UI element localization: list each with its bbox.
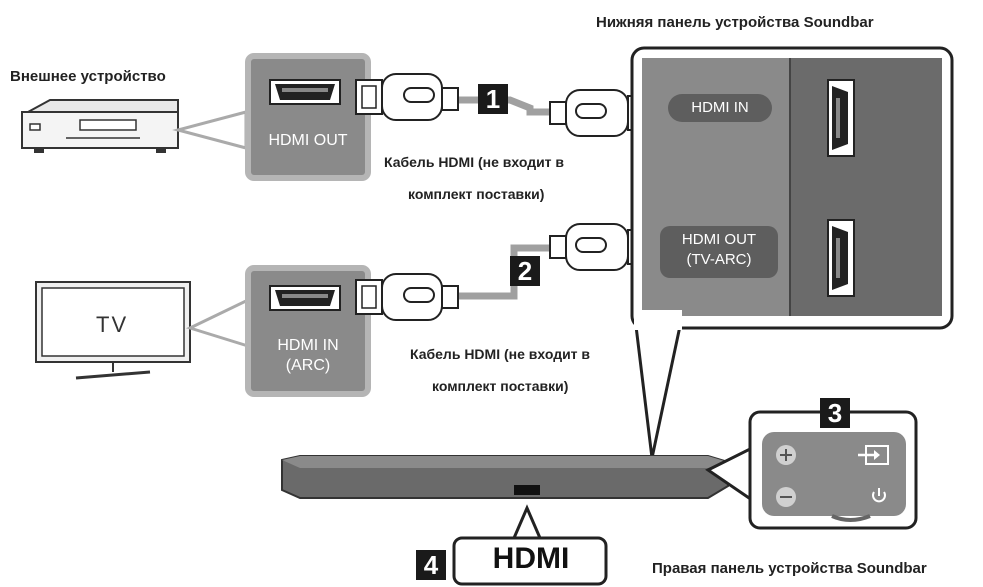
hdmi-port-icon [827,79,855,157]
hdmi-port-icon [269,79,341,105]
power-icon [872,488,886,503]
bottom-panel-title: Нижняя панель устройства Soundbar [596,14,874,31]
soundbar-hdmi-out-line1: HDMI OUT [681,231,757,248]
device-port-label: HDMI OUT [268,132,348,149]
volume-up-icon [776,445,796,465]
volume-down-icon [776,487,796,507]
right-panel-title: Правая панель устройства Soundbar [652,560,927,577]
hdmi-port-icon [827,219,855,297]
step-2-badge: 2 [510,256,540,286]
tv-callout [185,297,250,349]
cable2-label-line1: Кабель HDMI (не входит в [410,346,591,362]
step-1-badge: 1 [478,84,508,114]
tv-port-label-line2: (ARC) [285,357,331,374]
cable2-label-line2: комплект поставки) [432,378,569,394]
tv-port-label: HDMI IN (ARC) [250,336,366,376]
soundbar-callout [634,324,682,459]
soundbar-bottom-panel [630,46,954,330]
hdmi-cable-2 [355,223,657,321]
device-port-panel [245,53,371,181]
device-callout [172,110,248,150]
hdmi-logo-callout [452,504,608,586]
hdmi-logo-text: HDMI [492,542,570,575]
cable1-label-line1: Кабель HDMI (не входит в [384,154,565,170]
step-3-badge: 3 [820,398,850,428]
tv-icon [35,281,191,380]
external-device-label: Внешнее устройство [10,68,166,85]
tv-port-label-line1: HDMI IN [277,337,339,354]
step-4-badge: 4 [416,550,446,580]
soundbar-icon [281,455,729,499]
tv-screen-text: TV [96,312,129,337]
source-icon [858,445,889,465]
soundbar-hdmi-out-label: HDMI OUT (TV-ARC) [660,226,778,278]
soundbar-hdmi-out-line2: (TV-ARC) [686,251,752,268]
soundbar-hdmi-in-label: HDMI IN [668,94,772,122]
soundbar-right-panel [748,410,918,530]
callout-mask [634,310,682,330]
external-device-icon [21,99,179,153]
cable1-label-line2: комплект поставки) [408,186,545,202]
hdmi-port-icon [269,285,341,311]
